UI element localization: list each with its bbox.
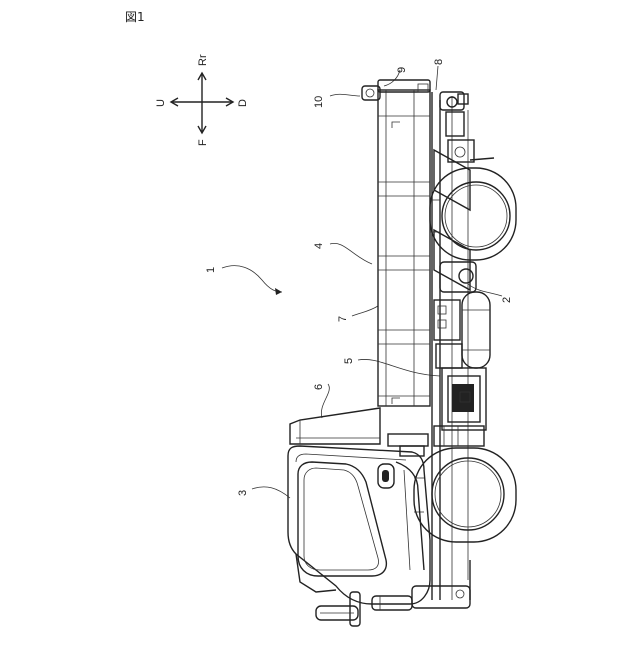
callout-6: 6 [313,384,325,390]
callout-4: 4 [313,243,325,249]
callout-7: 7 [337,316,349,322]
direction-d-label: D [237,99,249,107]
callout-9: 9 [396,67,408,73]
cab [288,446,430,626]
callout-1: 1 [205,267,217,273]
direction-indicator: Rr U D F [155,54,249,146]
figure-title: 図1 [125,8,145,25]
callout-10: 10 [313,96,325,108]
chassis-frame [388,92,494,608]
callouts: 1 2 3 4 5 6 7 8 9 10 [205,59,513,498]
cab-protector [290,408,380,444]
direction-rr-label: Rr [197,54,209,66]
callout-2: 2 [501,297,513,303]
cargo-bed [362,80,430,406]
direction-u-label: U [155,99,167,107]
callout-3: 3 [237,490,249,496]
rear-wheel [430,168,516,260]
callout-8: 8 [433,59,445,65]
direction-f-label: F [197,139,209,146]
callout-5: 5 [343,358,355,364]
